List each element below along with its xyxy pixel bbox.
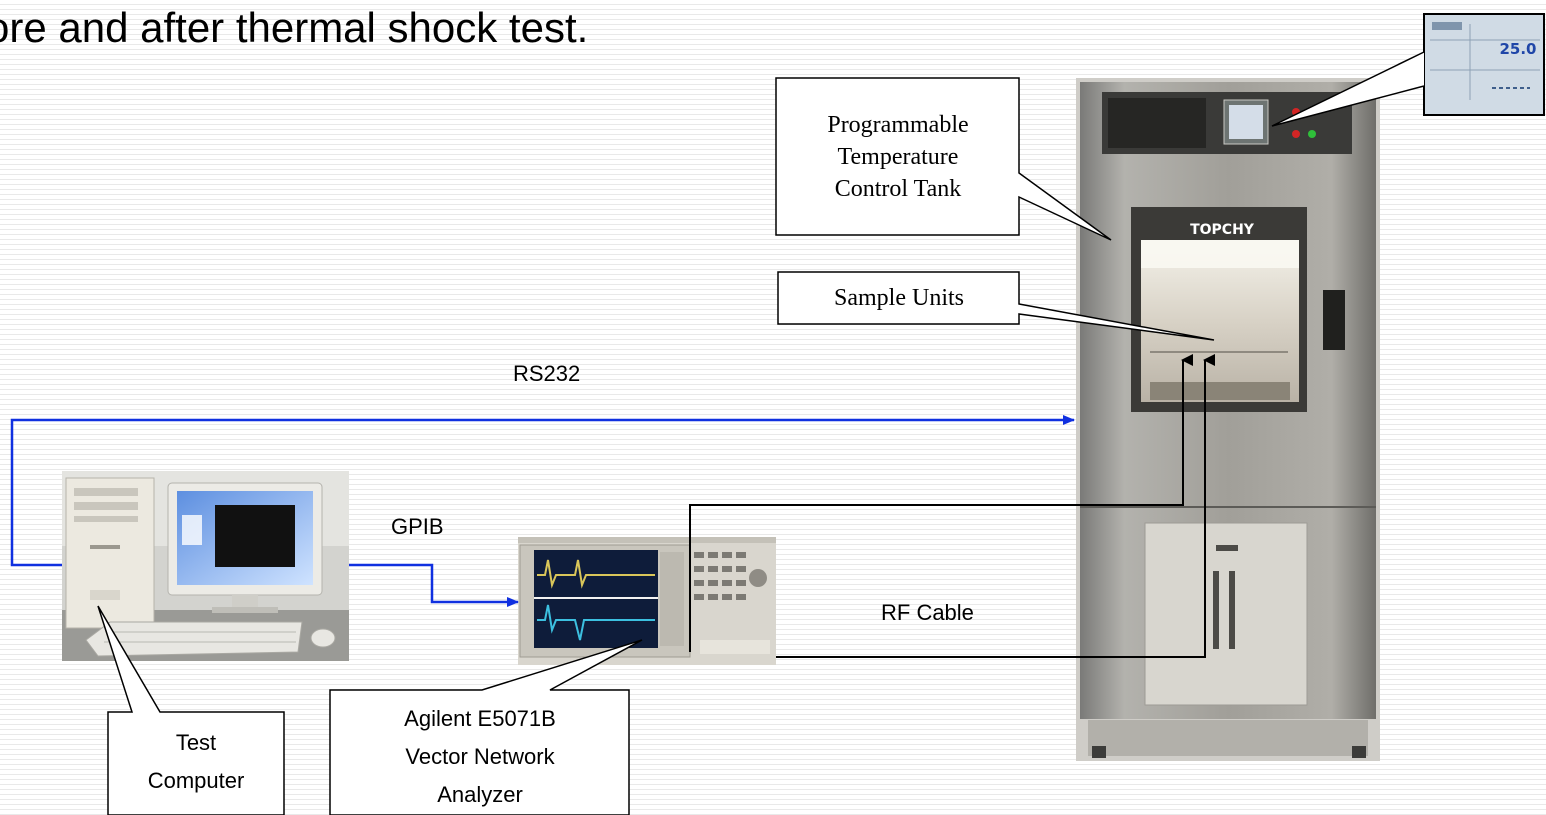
rf-cable-label: RF Cable	[881, 600, 974, 625]
gpib-label: GPIB	[391, 514, 444, 539]
chamber-logo: TOPCHY	[1190, 222, 1255, 238]
tank-callout-box	[775, 77, 1112, 241]
rs232-line	[10, 415, 1075, 567]
computer-callout-box	[97, 605, 285, 815]
rf-cable-line-2	[776, 354, 1215, 658]
rs232-label: RS232	[513, 361, 581, 386]
temperature-readout: 25.0	[1499, 40, 1536, 58]
rf-cable-line-1	[689, 354, 1193, 652]
gpib-line	[349, 563, 519, 607]
computer-callout-text: Test Computer	[147, 730, 245, 793]
test-computer-photo	[62, 471, 349, 661]
temperature-chamber-photo: TOPCHY	[1076, 78, 1380, 761]
slide-title: ore and after thermal shock test.	[0, 4, 589, 51]
display-callout-pointer	[1271, 51, 1425, 127]
controller-display-inset: 25.0	[1423, 13, 1545, 116]
samples-callout-box	[777, 271, 1215, 341]
samples-callout-text: Sample Units	[834, 285, 964, 311]
tank-callout-text: Programmable Temperature Control Tank	[827, 111, 969, 202]
analyzer-callout-box	[329, 639, 643, 815]
network-analyzer-photo	[518, 537, 776, 665]
analyzer-callout-text: Agilent E5071B Vector Network Analyzer	[404, 706, 556, 807]
